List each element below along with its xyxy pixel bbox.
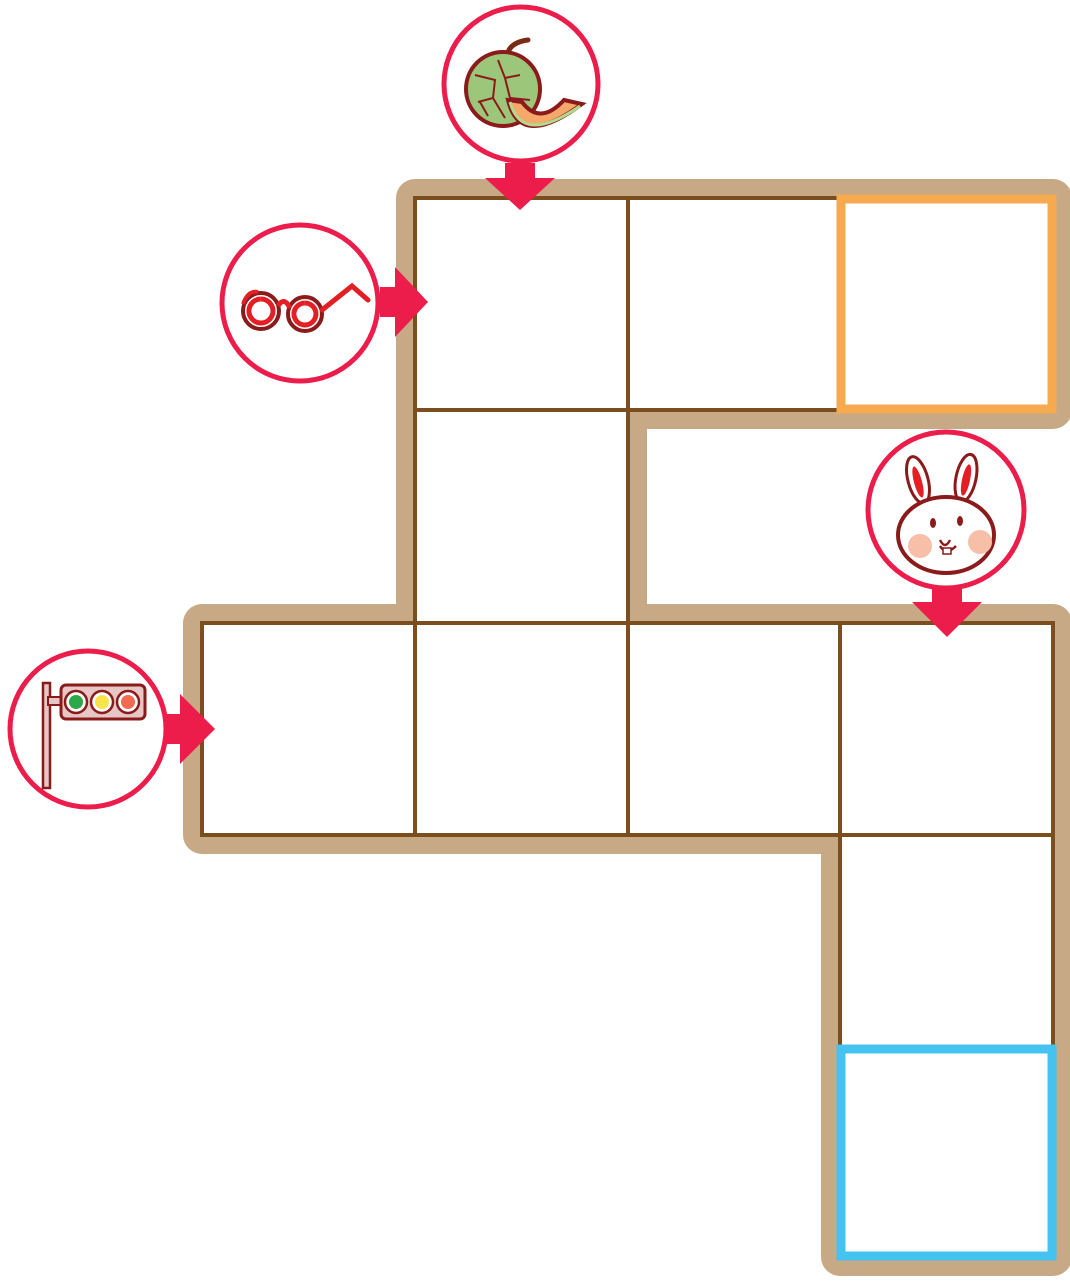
clue-badge — [10, 651, 166, 807]
